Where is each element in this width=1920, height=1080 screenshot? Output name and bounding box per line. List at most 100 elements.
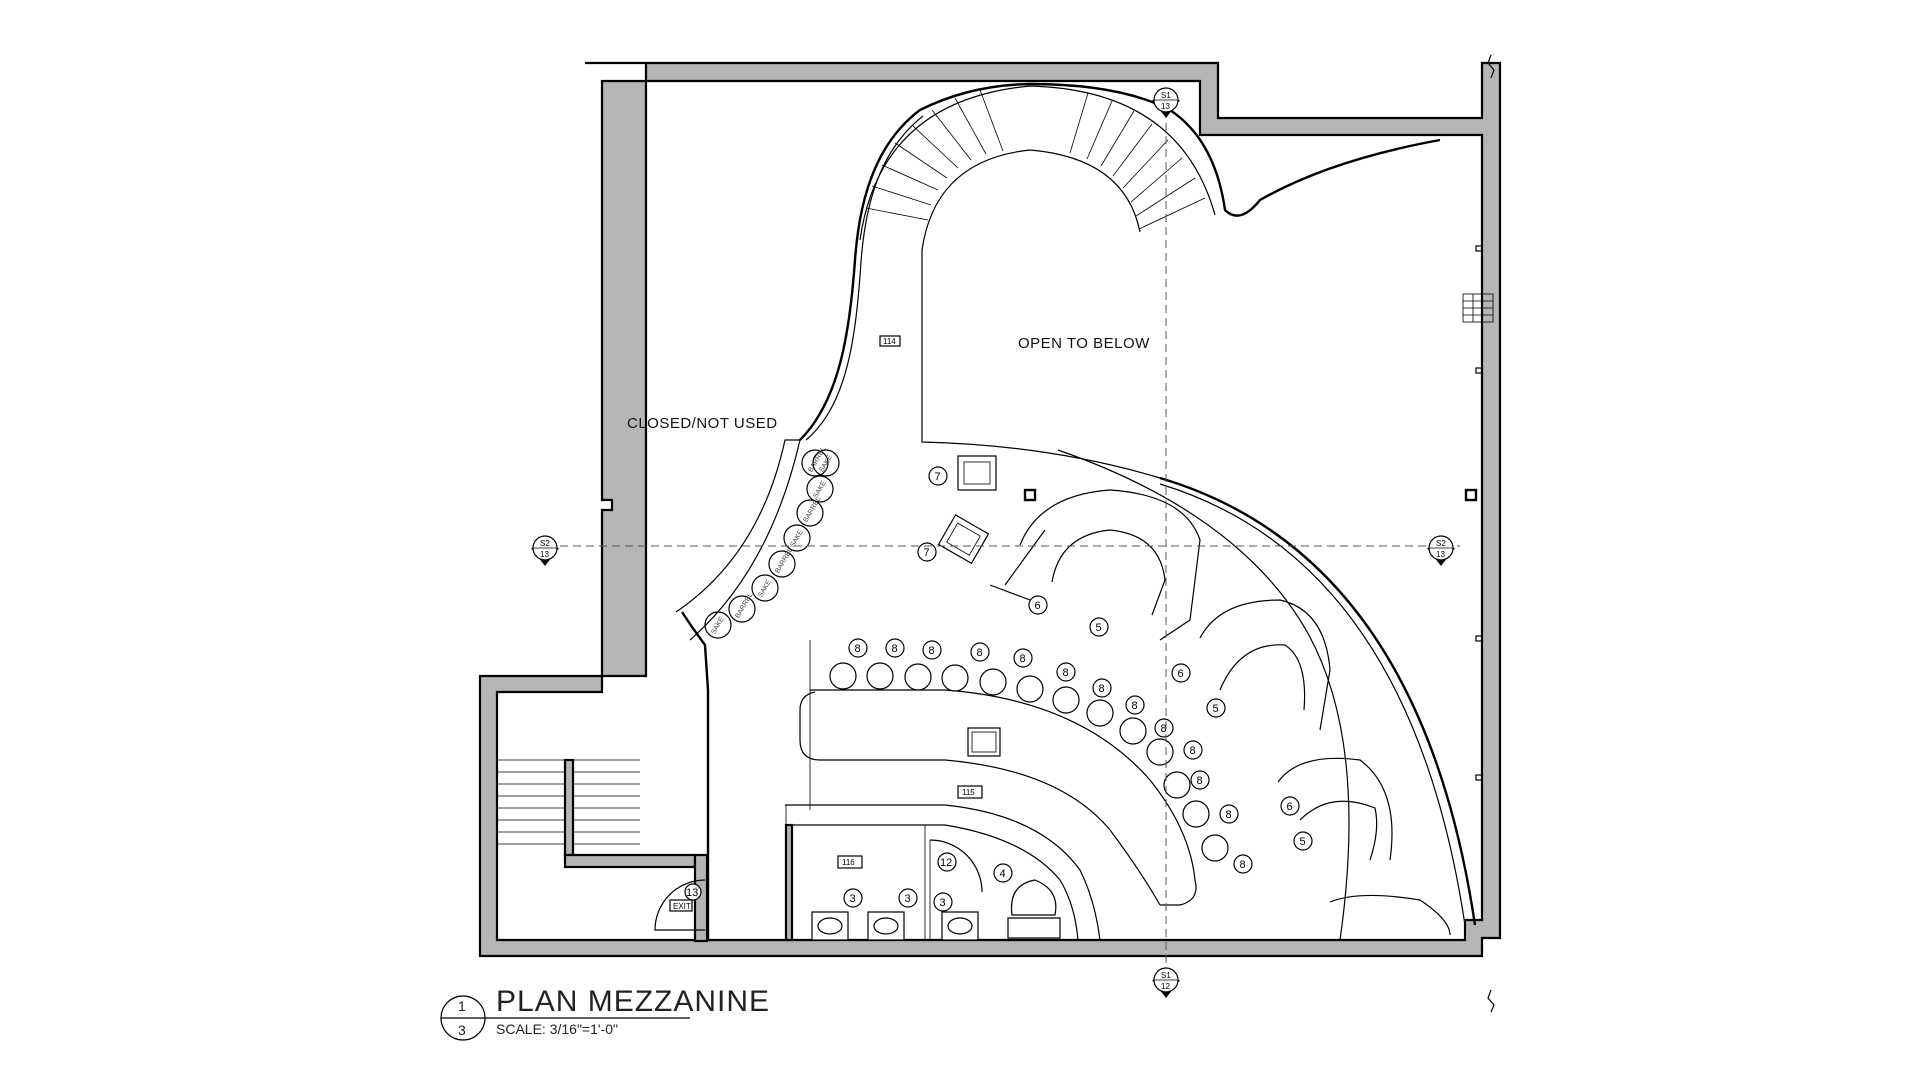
keynote-3: 3 xyxy=(898,888,918,908)
lounge-chairs xyxy=(937,455,997,565)
keynote-8: 8 xyxy=(1056,662,1076,682)
svg-text:8: 8 xyxy=(1161,723,1167,735)
bar-top-inner xyxy=(799,691,1161,906)
svg-text:8: 8 xyxy=(855,643,861,655)
quarter-arc-inner xyxy=(1159,483,1466,926)
break-line-top xyxy=(1487,54,1495,79)
main-wall xyxy=(478,61,1502,958)
keynote-8: 8 xyxy=(1013,648,1033,668)
barrel: BARREL xyxy=(728,592,756,623)
spiral-stair-inner xyxy=(921,149,1141,251)
bar-stool xyxy=(1163,771,1191,799)
bar-stool xyxy=(1052,686,1080,714)
back-bar xyxy=(785,804,1101,941)
room-tag-115: 115 xyxy=(962,788,975,797)
svg-text:8: 8 xyxy=(1020,653,1026,665)
keynote-13-text: 13 xyxy=(686,887,698,899)
lavatories xyxy=(811,911,979,941)
svg-text:5: 5 xyxy=(1213,703,1219,715)
barrel: BARREL xyxy=(768,547,796,578)
keynote-8: 8 xyxy=(1154,718,1174,738)
barrel: BARREL xyxy=(796,496,824,527)
bar-stools xyxy=(829,662,1229,862)
keynote-8: 8 xyxy=(970,642,990,662)
keynote-8: 8 xyxy=(1092,678,1112,698)
keynote-3: 3 xyxy=(933,892,953,912)
curved-partition-outer xyxy=(681,611,710,940)
keynote-6: 6 xyxy=(1171,663,1191,683)
svg-text:S2: S2 xyxy=(1436,539,1446,548)
exit-door-swing xyxy=(654,879,706,931)
drawing-number: 1 xyxy=(458,998,466,1014)
booth-bench-edge xyxy=(1057,449,1350,941)
svg-text:8: 8 xyxy=(1132,700,1138,712)
barrel-label: SAKE xyxy=(812,480,828,500)
exit-sign xyxy=(669,899,693,912)
open-to-below-label: OPEN TO BELOW xyxy=(1018,335,1150,352)
svg-text:8: 8 xyxy=(1240,859,1246,871)
column xyxy=(1464,488,1478,502)
spiral-stair-treads xyxy=(865,89,1206,230)
svg-text:8: 8 xyxy=(1099,683,1105,695)
svg-text:8: 8 xyxy=(1190,745,1196,757)
keynote-8: 8 xyxy=(1219,804,1239,824)
svg-text:8: 8 xyxy=(1063,667,1069,679)
svg-text:3: 3 xyxy=(940,897,946,909)
stair-landing-wall xyxy=(563,853,697,869)
svg-text:S1: S1 xyxy=(1161,971,1171,980)
wall-notch xyxy=(1475,367,1483,374)
keynote-7: 7 xyxy=(928,466,948,486)
barrel-label: SAKE xyxy=(710,616,726,636)
svg-text:6: 6 xyxy=(1287,801,1293,813)
booths xyxy=(989,489,1451,936)
barrel: SAKE xyxy=(783,524,811,552)
restroom-area xyxy=(784,823,1061,942)
room-tags: 114 115 116 xyxy=(837,335,983,869)
column xyxy=(1023,488,1037,502)
wall-notch xyxy=(1475,245,1483,252)
keynote-13 xyxy=(684,883,702,901)
toilet xyxy=(1010,879,1057,916)
keynote-8: 8 xyxy=(885,638,905,658)
lounge-chair xyxy=(937,514,990,565)
barrel-rack: SAKEBARRELSAKEBARRELSAKEBARRELSAKEBARREL… xyxy=(704,446,840,639)
svg-text:S2: S2 xyxy=(540,539,550,548)
svg-text:8: 8 xyxy=(977,647,983,659)
keynote-5: 5 xyxy=(1206,698,1226,718)
keynote-8: 8 xyxy=(1190,770,1210,790)
bar-stool xyxy=(829,662,857,690)
egress-stair: EXIT 13 xyxy=(497,758,709,943)
keynote-4: 4 xyxy=(993,863,1013,883)
keynote-6: 6 xyxy=(1280,796,1300,816)
bar-stool xyxy=(1182,800,1210,828)
sheet-number: 3 xyxy=(458,1022,466,1038)
svg-text:8: 8 xyxy=(892,643,898,655)
keynote-8: 8 xyxy=(1183,740,1203,760)
barrel: SAKE xyxy=(751,574,779,602)
stair-divider xyxy=(563,758,575,857)
svg-text:13: 13 xyxy=(1436,550,1445,559)
svg-text:3: 3 xyxy=(850,893,856,905)
exit-label: EXIT xyxy=(673,902,691,911)
keynote-5: 5 xyxy=(1089,617,1109,637)
lounge-chair xyxy=(957,455,997,491)
break-line-bottom xyxy=(1487,989,1495,1013)
bar-sink xyxy=(967,727,1001,757)
svg-text:13: 13 xyxy=(1161,102,1170,111)
svg-text:5: 5 xyxy=(1300,836,1306,848)
drawing-title-block: 1 3 PLAN MEZZANINE SCALE: 3/16"=1'-0" xyxy=(440,985,769,1041)
wall-notch xyxy=(1475,635,1483,642)
svg-text:6: 6 xyxy=(1178,668,1184,680)
exterior-walls xyxy=(478,54,1502,1013)
partition-to-stair xyxy=(799,82,1441,441)
keynote-3: 3 xyxy=(843,888,863,908)
back-bar-inner xyxy=(785,824,1079,941)
partition-inner xyxy=(805,115,924,441)
svg-text:4: 4 xyxy=(1000,868,1006,880)
svg-text:8: 8 xyxy=(1197,775,1203,787)
keynote-8: 8 xyxy=(1125,695,1145,715)
room-tag-116: 116 xyxy=(842,858,855,867)
bar-stool xyxy=(979,668,1007,696)
